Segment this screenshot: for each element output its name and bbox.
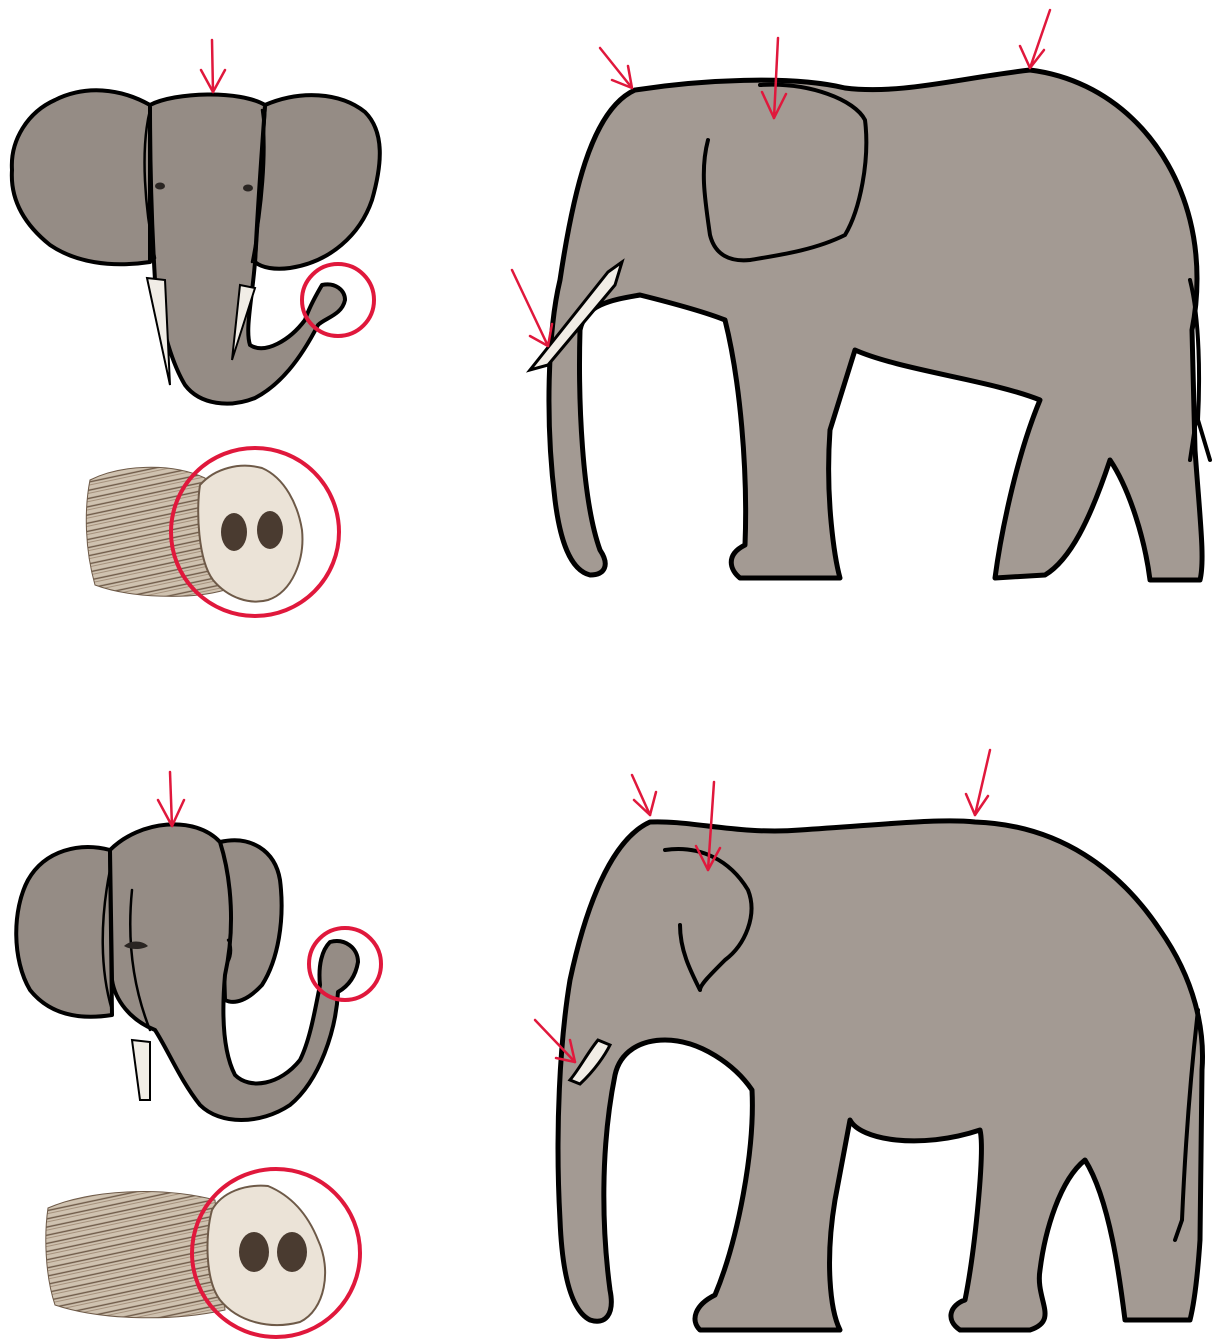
african-right-eye bbox=[243, 185, 253, 192]
asian-trunk-tip-detail bbox=[46, 1169, 360, 1337]
asian-body-silhouette bbox=[558, 821, 1202, 1330]
asian-tusk bbox=[132, 1040, 150, 1100]
african-left-tusk bbox=[147, 278, 170, 385]
african-left-ear bbox=[12, 90, 150, 264]
african-body-silhouette bbox=[549, 70, 1202, 580]
asian-elephant-head bbox=[16, 772, 381, 1120]
asian-elephant-body bbox=[535, 750, 1203, 1330]
african-trunk-tip-cap bbox=[198, 466, 302, 602]
african-trunk-tip-detail bbox=[86, 448, 339, 616]
african-nostril-right bbox=[257, 511, 283, 549]
arrow-icon bbox=[600, 48, 632, 88]
arrow-icon bbox=[158, 772, 184, 826]
arrow-icon bbox=[1020, 10, 1050, 68]
arrow-icon bbox=[966, 750, 990, 815]
african-left-eye bbox=[155, 183, 165, 190]
african-elephant-head bbox=[12, 40, 380, 404]
african-elephant-body bbox=[512, 10, 1210, 580]
asian-nostril-right bbox=[277, 1232, 307, 1272]
arrow-icon bbox=[512, 270, 552, 346]
asian-trunk-segment bbox=[46, 1192, 225, 1318]
arrow-icon bbox=[632, 775, 656, 815]
african-nostril-left bbox=[221, 513, 247, 551]
african-right-ear bbox=[255, 95, 380, 269]
asian-left-ear bbox=[16, 847, 112, 1017]
asian-nostril-left bbox=[239, 1232, 269, 1272]
arrow-icon bbox=[201, 40, 225, 92]
